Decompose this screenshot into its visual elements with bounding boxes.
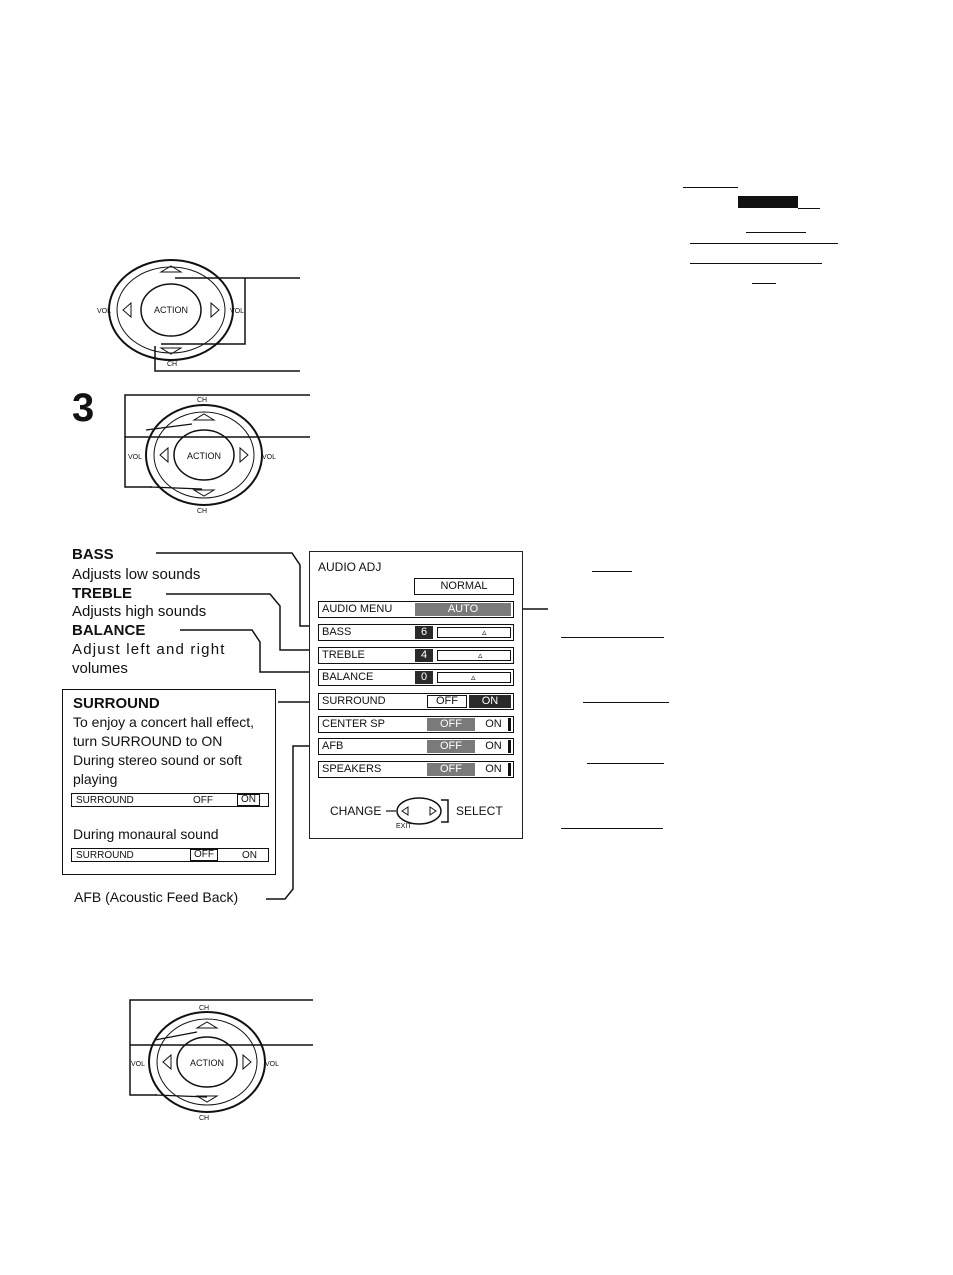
blank-line bbox=[561, 828, 663, 829]
svg-text:CH: CH bbox=[199, 1115, 209, 1122]
bass-slider: ▵ bbox=[437, 627, 511, 638]
action-button bbox=[176, 1036, 238, 1088]
remote-diagram-3: ACTION CH CH VOL VOL bbox=[127, 998, 313, 1123]
svg-text:VOL: VOL bbox=[230, 308, 244, 315]
nav-pad-icon: EXIT bbox=[386, 797, 449, 830]
menu-row-speakers[interactable]: SPEAKERS OFF ON bbox=[318, 761, 514, 778]
blank-line bbox=[561, 637, 664, 638]
svg-text:CH: CH bbox=[197, 508, 207, 515]
treble-slider: ▵ bbox=[437, 650, 511, 661]
surround-line2: turn SURROUND to ON bbox=[73, 733, 223, 749]
nav-select-label: SELECT bbox=[456, 804, 503, 818]
svg-text:CH: CH bbox=[167, 361, 177, 368]
svg-text:ACTION: ACTION bbox=[187, 451, 221, 461]
surround-line4: playing bbox=[73, 771, 118, 787]
action-button bbox=[140, 283, 202, 337]
balance-slider: ▵ bbox=[437, 672, 511, 683]
blank-line bbox=[746, 232, 806, 233]
blank-line bbox=[683, 187, 738, 188]
blank-line bbox=[798, 208, 820, 209]
audio-adj-menu: AUDIO ADJ NORMAL AUDIO MENU AUTO BASS 6 … bbox=[309, 551, 523, 839]
svg-text:VOL: VOL bbox=[131, 1061, 145, 1068]
svg-text:ACTION: ACTION bbox=[190, 1058, 224, 1068]
svg-text:CH: CH bbox=[199, 1005, 209, 1012]
blank-line bbox=[752, 283, 776, 284]
bass-title: BASS bbox=[72, 546, 114, 563]
menu-row-surround[interactable]: SURROUND OFF ON bbox=[318, 693, 514, 710]
blank-line bbox=[690, 263, 822, 264]
blank-line bbox=[583, 702, 669, 703]
redacted-block bbox=[738, 196, 798, 208]
menu-row-audio-menu[interactable]: AUDIO MENU AUTO bbox=[318, 601, 514, 618]
nav-change-label: CHANGE bbox=[330, 804, 382, 818]
blank-line bbox=[587, 763, 664, 764]
menu-row-center-sp[interactable]: CENTER SP OFF ON bbox=[318, 716, 514, 733]
stereo-surround-bar: SURROUND OFF ON bbox=[71, 793, 269, 807]
svg-text:VOL: VOL bbox=[265, 1061, 279, 1068]
svg-text:VOL: VOL bbox=[97, 308, 111, 315]
svg-text:VOL: VOL bbox=[128, 454, 142, 461]
balance-desc-2: volumes bbox=[72, 660, 128, 677]
action-button bbox=[173, 429, 235, 481]
blank-line bbox=[592, 571, 632, 572]
remote-diagram-1: ACTION VOL VOL CH bbox=[95, 258, 310, 373]
menu-row-treble[interactable]: TREBLE 4 ▵ bbox=[318, 647, 514, 664]
step-number: 3 bbox=[72, 386, 95, 430]
bass-desc: Adjusts low sounds bbox=[72, 566, 201, 583]
svg-text:VOL: VOL bbox=[262, 454, 276, 461]
menu-title: AUDIO ADJ bbox=[318, 560, 382, 574]
svg-text:CH: CH bbox=[197, 397, 207, 404]
surround-title: SURROUND bbox=[73, 695, 160, 712]
treble-title: TREBLE bbox=[72, 585, 132, 602]
action-label: ACTION bbox=[154, 305, 188, 315]
svg-text:EXIT: EXIT bbox=[396, 823, 412, 830]
menu-row-bass[interactable]: BASS 6 ▵ bbox=[318, 624, 514, 641]
balance-title: BALANCE bbox=[72, 622, 146, 639]
remote-diagram-2: ACTION CH CH VOL VOL bbox=[122, 392, 310, 517]
balance-desc-1: Adjust left and right bbox=[72, 641, 226, 658]
menu-row-balance[interactable]: BALANCE 0 ▵ bbox=[318, 669, 514, 686]
treble-desc: Adjusts high sounds bbox=[72, 603, 207, 620]
surround-info-box: SURROUND To enjoy a concert hall effect,… bbox=[62, 689, 276, 875]
menu-row-afb[interactable]: AFB OFF ON bbox=[318, 738, 514, 755]
surround-line3: During stereo sound or soft bbox=[73, 752, 242, 768]
afb-caption: AFB (Acoustic Feed Back) bbox=[74, 889, 239, 905]
surround-line1: To enjoy a concert hall effect, bbox=[73, 714, 255, 730]
mode-box[interactable]: NORMAL bbox=[414, 578, 514, 595]
mono-heading: During monaural sound bbox=[73, 826, 219, 842]
blank-line bbox=[690, 243, 838, 244]
mono-surround-bar: SURROUND OFF ON bbox=[71, 848, 269, 862]
